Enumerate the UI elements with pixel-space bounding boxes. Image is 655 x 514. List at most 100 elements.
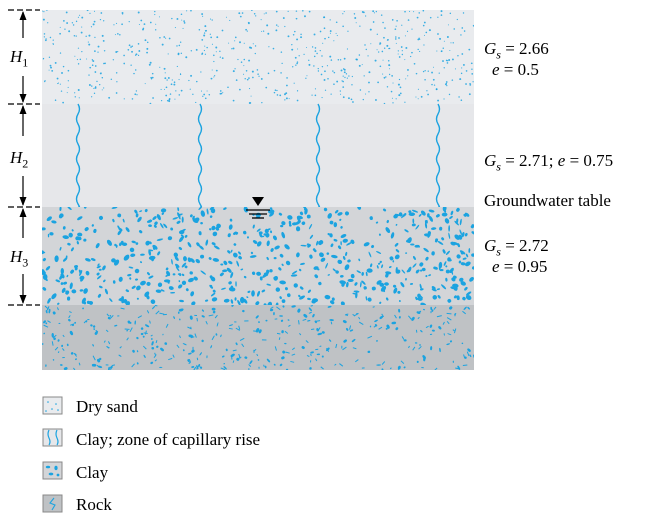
- sand-grain: [209, 33, 211, 35]
- clay-speck: [397, 290, 401, 294]
- rock-speck: [45, 322, 48, 325]
- clay-speck: [396, 269, 401, 274]
- sand-grain: [115, 22, 118, 25]
- sand-grain: [228, 42, 230, 44]
- clay-speck: [329, 220, 334, 225]
- clay-speck: [251, 290, 255, 297]
- clay-speck: [435, 238, 439, 242]
- clay-speck: [411, 209, 419, 213]
- clay-speck: [453, 287, 457, 291]
- sand-grain: [231, 48, 233, 50]
- rock-speck: [326, 347, 330, 352]
- rock-speck: [273, 312, 275, 316]
- sand-grain: [411, 28, 413, 30]
- rock-fracture: [78, 362, 81, 366]
- rock-speck: [389, 367, 392, 370]
- rock-speck: [231, 305, 234, 307]
- rock-speck: [269, 308, 274, 312]
- clay-speck: [273, 257, 277, 260]
- clay-speck: [146, 281, 151, 286]
- sand-grain: [423, 21, 426, 24]
- clay-speck: [171, 258, 173, 265]
- clay-speck: [471, 253, 474, 257]
- sand-grain: [64, 28, 66, 30]
- sand-grain: [404, 35, 406, 37]
- clay-speck: [405, 278, 407, 281]
- rock-fracture: [106, 346, 110, 349]
- sand-grain: [257, 73, 259, 75]
- sand-grain: [384, 27, 386, 29]
- sand-grain: [295, 10, 298, 12]
- clay-speck: [205, 239, 209, 246]
- clay-speck: [437, 240, 444, 245]
- sand-grain: [158, 16, 160, 18]
- sand-grain: [85, 35, 87, 37]
- rock-speck: [282, 350, 286, 354]
- rock-fracture: [146, 310, 150, 314]
- rock-fracture: [434, 367, 438, 370]
- sand-grain: [81, 16, 84, 19]
- clay-speck: [319, 252, 324, 258]
- sand-grain: [471, 73, 474, 75]
- clay-speck: [161, 212, 165, 215]
- dimension-label-h2: H2: [10, 148, 29, 171]
- clay-speck: [346, 281, 349, 288]
- clay-speck: [223, 298, 230, 303]
- sand-grain: [401, 50, 403, 52]
- clay-speck: [238, 251, 241, 255]
- clay-speck: [406, 268, 411, 273]
- rock-speck: [74, 321, 77, 324]
- sand-grain: [339, 90, 342, 92]
- rock-speck: [454, 312, 457, 316]
- rock-speck: [244, 356, 248, 359]
- sand-grain: [445, 82, 448, 84]
- clay-speck: [269, 207, 273, 210]
- rock-speck: [279, 315, 283, 317]
- capillary-rise-lines: [75, 103, 441, 209]
- clay-speck: [332, 268, 337, 272]
- clay-speck: [379, 301, 382, 304]
- sand-grain: [296, 62, 298, 65]
- rock-fracture: [446, 312, 452, 315]
- sand-grain: [135, 53, 138, 56]
- sand-grain: [170, 83, 173, 86]
- sand-grain: [272, 47, 275, 50]
- sand-grain: [350, 98, 353, 101]
- clay-speck: [208, 257, 212, 260]
- clay-speck: [431, 288, 437, 292]
- clay-speck: [170, 227, 174, 231]
- sand-grain: [203, 34, 206, 37]
- sand-grain: [213, 54, 215, 57]
- rock-speck: [301, 346, 305, 349]
- sand-grain: [48, 69, 50, 71]
- clay-speck: [272, 235, 277, 241]
- clay-speck: [292, 222, 298, 226]
- sand-grain: [266, 24, 269, 27]
- capillary-properties-label: Gs = 2.71; e = 0.75: [484, 151, 614, 174]
- sand-grain: [51, 69, 54, 72]
- clay-speck: [306, 243, 311, 247]
- sand-grain: [296, 90, 299, 92]
- clay-speck: [114, 243, 117, 247]
- rock-fracture: [110, 365, 113, 370]
- rock-speck: [216, 322, 219, 327]
- clay-speck: [419, 262, 424, 267]
- clay-speck: [389, 256, 394, 261]
- sand-grain: [391, 75, 393, 77]
- sand-grain: [163, 36, 166, 38]
- clay-speck: [72, 289, 76, 293]
- sand-grain: [97, 51, 99, 53]
- sand-grain: [59, 52, 62, 54]
- sand-grain: [330, 59, 333, 61]
- sand-grain: [445, 59, 448, 62]
- sand-grain: [437, 99, 440, 102]
- sand-grain: [452, 42, 454, 44]
- clay-speck: [125, 227, 130, 233]
- sand-grain: [249, 102, 252, 104]
- capillary-rise-line: [435, 103, 441, 209]
- sand-grain: [174, 98, 176, 100]
- clay-speck: [200, 210, 206, 217]
- clay-speck: [281, 221, 286, 226]
- sand-grain: [166, 99, 169, 102]
